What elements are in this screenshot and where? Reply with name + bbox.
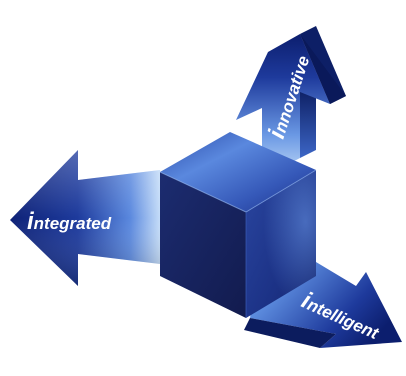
integrated-text: ntegrated <box>34 214 112 233</box>
integrated-initial: i <box>27 208 35 235</box>
innovative-arrow-side <box>300 84 316 158</box>
integrated-arrow: integrated <box>10 150 160 286</box>
cube-left-face <box>160 172 246 318</box>
central-cube <box>159 132 317 318</box>
innovative-arrow-tip <box>300 34 346 104</box>
intelligent-arrow-edge <box>244 318 336 348</box>
innovative-arrow-body <box>236 34 330 178</box>
innovative-arrow: innovative <box>236 26 346 178</box>
integrated-arrow-shade <box>10 150 160 286</box>
cube-top-face <box>160 132 316 212</box>
integrated-label: integrated <box>27 208 112 235</box>
cube-right-glow <box>246 170 316 318</box>
